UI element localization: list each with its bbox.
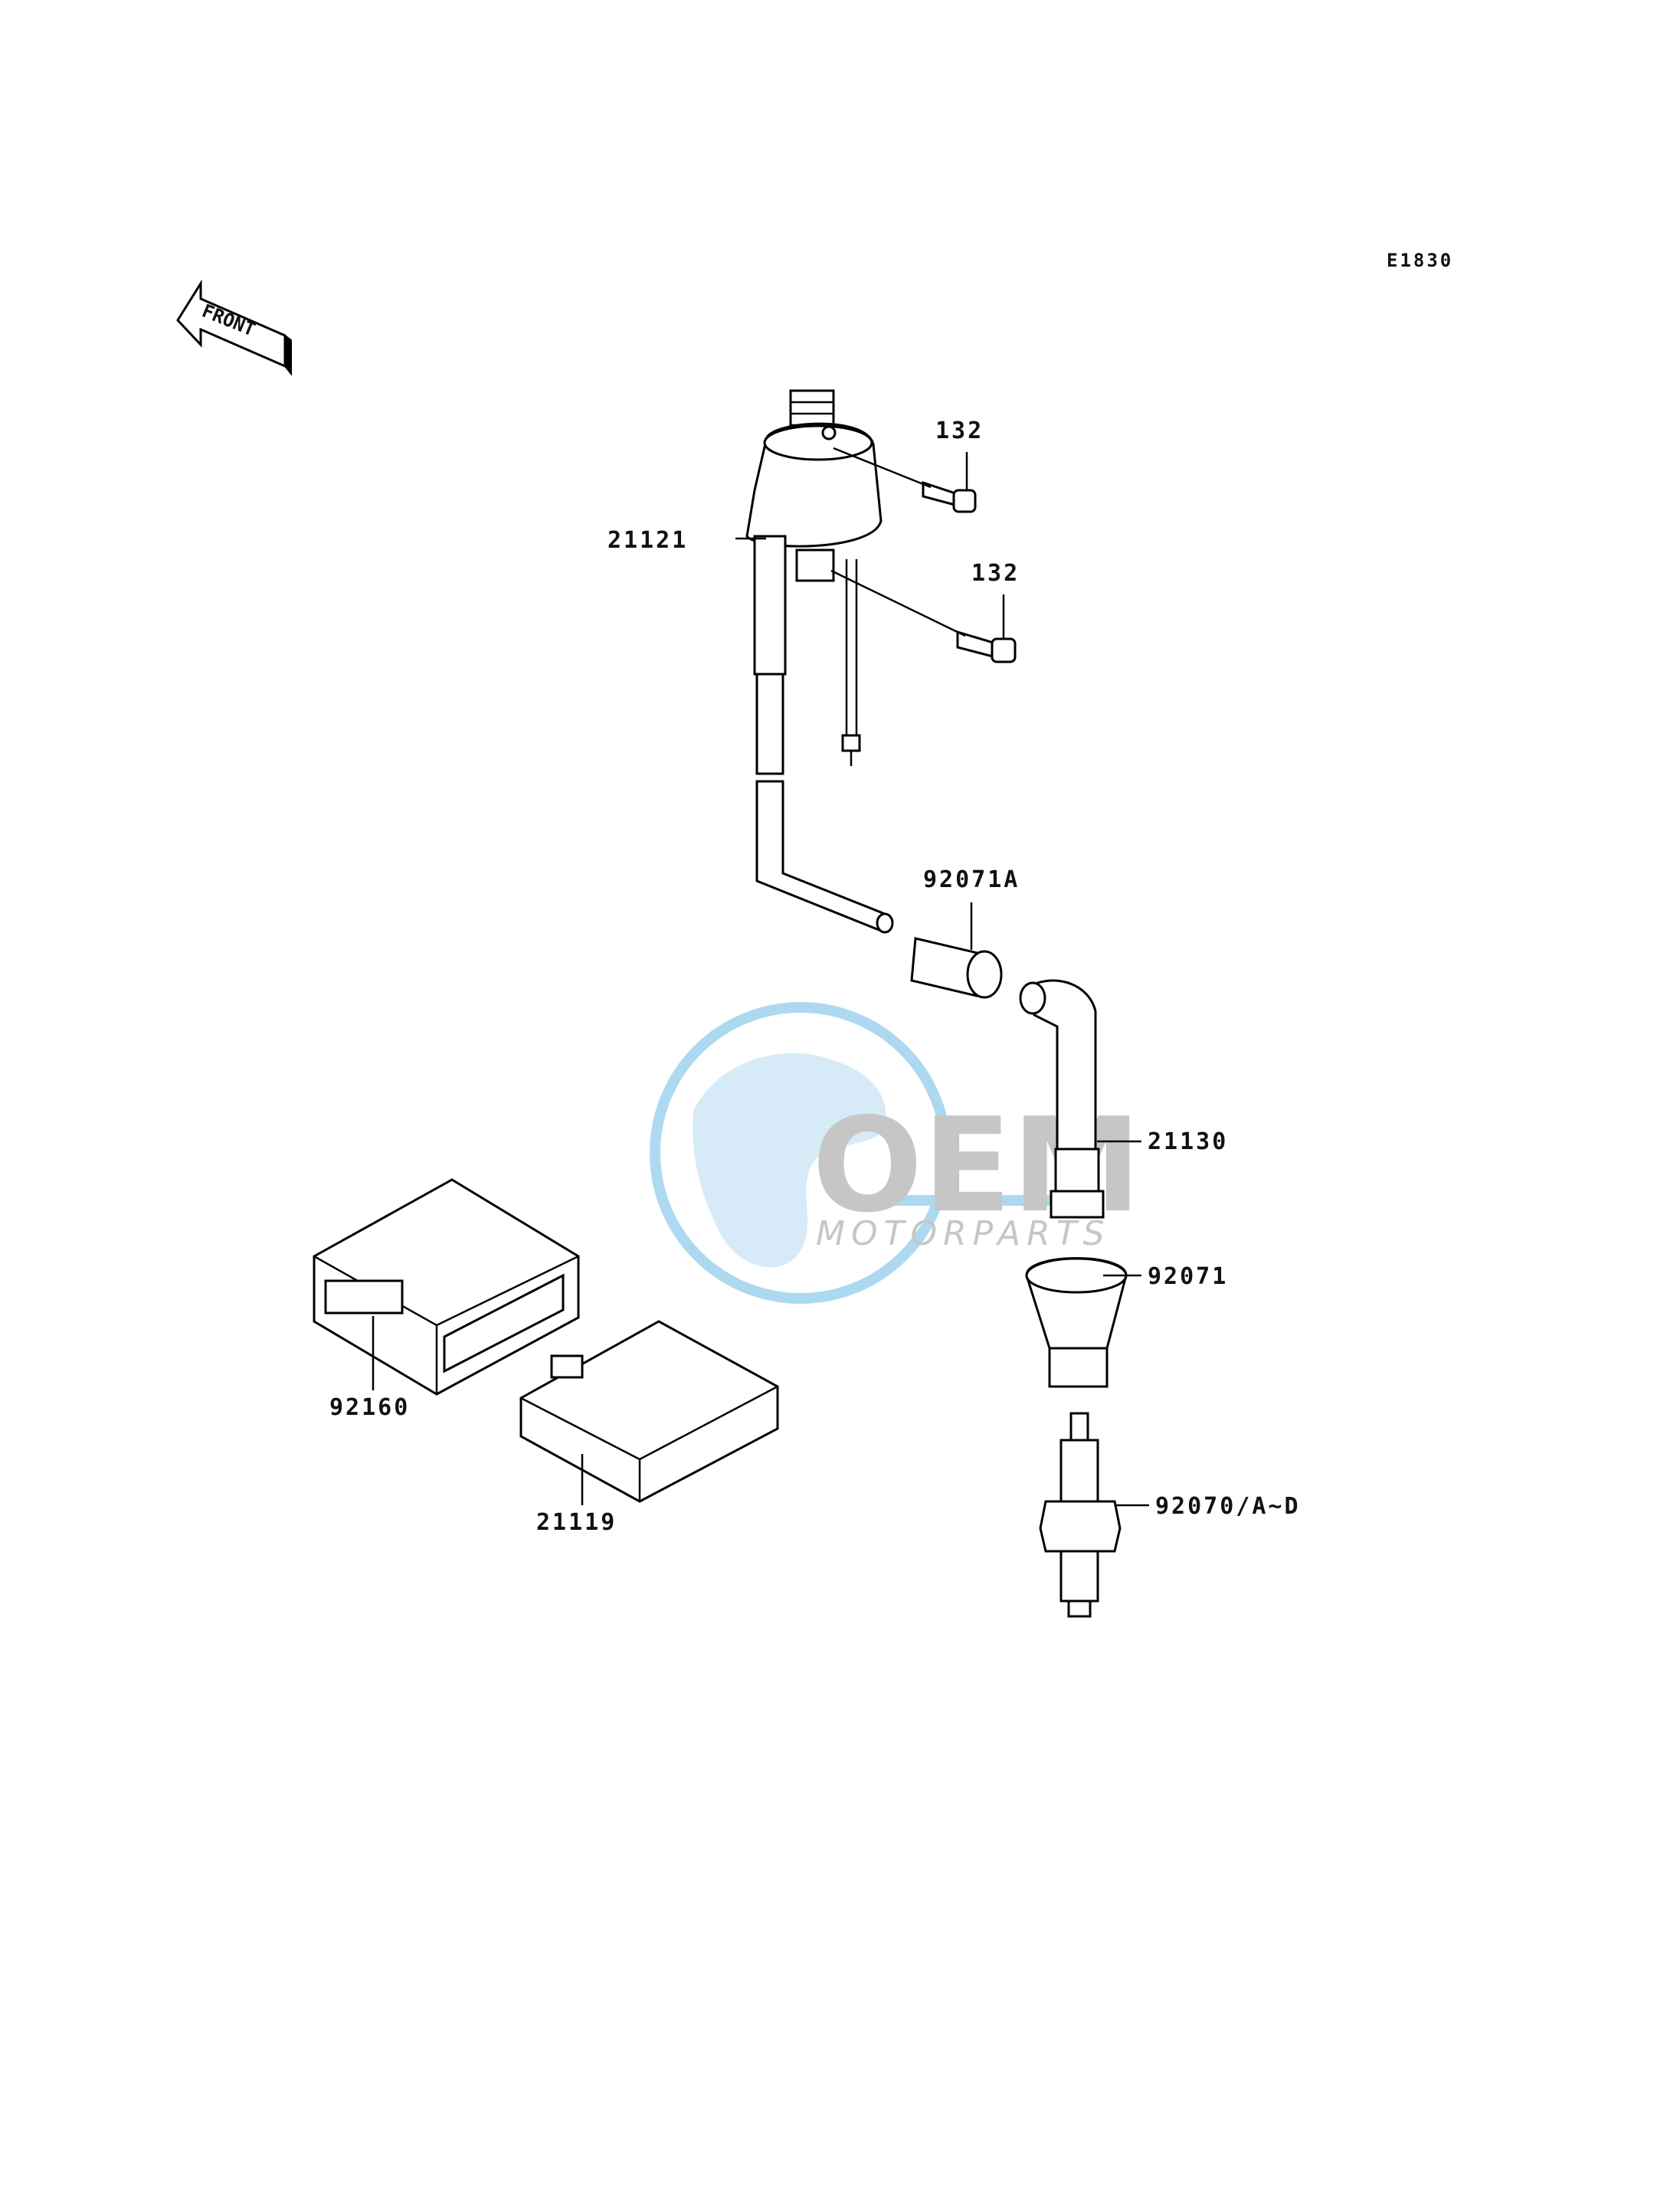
cap-92071 — [1025, 1257, 1128, 1388]
watermark-subtitle: MOTORPARTS — [816, 1214, 1111, 1253]
plug-cap — [1019, 979, 1105, 1219]
watermark-swoosh — [843, 1195, 1088, 1206]
bolt-upper — [922, 480, 977, 513]
cable-end — [876, 912, 894, 934]
bolt-lower — [956, 630, 1017, 663]
label-132-lower: 132 — [971, 560, 1020, 587]
diagram-code: E1830 — [1387, 250, 1453, 271]
label-92071a: 92071A — [923, 866, 1020, 893]
label-132-upper: 132 — [935, 417, 984, 444]
leader-132-upper — [833, 447, 932, 489]
bracket — [313, 1178, 580, 1396]
label-21130: 21130 — [1148, 1128, 1228, 1155]
leader-132-lower — [830, 569, 966, 637]
igniter — [519, 1320, 779, 1503]
watermark-continents — [693, 1053, 886, 1268]
ignition-coil — [745, 389, 883, 775]
label-21119: 21119 — [536, 1509, 617, 1536]
spark-plug — [1039, 1412, 1122, 1618]
front-arrow: FRONT — [176, 279, 292, 376]
cap-92071a — [910, 937, 1003, 999]
ht-cable — [755, 780, 891, 932]
label-21121: 21121 — [607, 527, 688, 554]
label-92071: 92071 — [1148, 1263, 1228, 1290]
label-92070: 92070/A~D — [1155, 1493, 1301, 1520]
label-92160: 92160 — [329, 1394, 410, 1421]
watermark-globe — [650, 1002, 951, 1304]
